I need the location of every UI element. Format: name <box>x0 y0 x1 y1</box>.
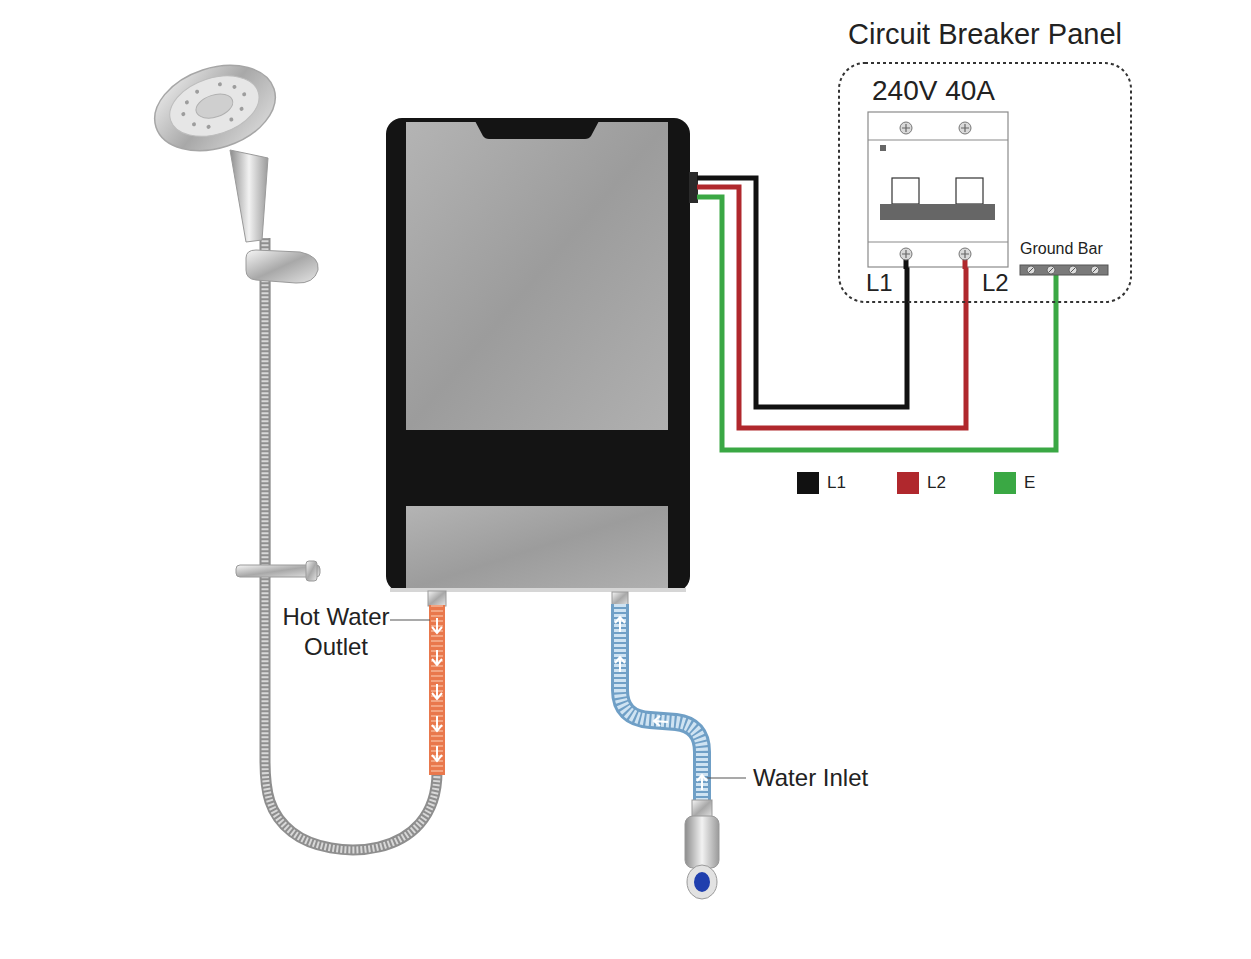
screw-slot <box>1071 268 1076 273</box>
hand-shower-holder <box>246 250 318 283</box>
circuit-breaker: 240V 40A <box>868 75 1008 267</box>
inlet-hose <box>620 604 702 802</box>
water-inlet-hose <box>612 592 746 899</box>
hot-water-pipe <box>390 591 446 775</box>
legend-swatch <box>994 472 1016 494</box>
flow-arrows-up <box>615 617 707 790</box>
leader-line <box>390 619 430 620</box>
node-heading: Ground Bar <box>1020 240 1115 258</box>
callout-label: Water Inlet <box>753 765 868 792</box>
shower-hose-texture <box>265 238 437 850</box>
screw-slot <box>1029 268 1034 273</box>
ground-bar-block: Ground Bar <box>1015 240 1115 280</box>
label-anchor: Water Inlet <box>753 765 868 792</box>
valve-knob <box>687 865 717 899</box>
legend-text: L1 <box>827 472 846 494</box>
terminal-screw <box>959 248 971 260</box>
screw-slot <box>1093 268 1098 273</box>
label-anchor: L1 <box>866 270 893 297</box>
ground-screw <box>1091 266 1099 274</box>
terminal-screw <box>959 122 971 134</box>
breaker-body <box>868 112 1008 267</box>
callout-label: Hot Water Outlet <box>276 602 396 662</box>
outlet-fitting <box>428 591 446 606</box>
indicator <box>880 145 886 151</box>
ground-screw <box>1047 266 1055 274</box>
flow-arrows-down <box>432 618 442 761</box>
node-heading: 240V 40A <box>872 75 1008 106</box>
outlet-pipe-texture <box>431 605 443 775</box>
legend-text: L2 <box>927 472 946 494</box>
screw-slot <box>961 124 969 132</box>
rail-bracket-knob <box>306 561 317 581</box>
shower-head-rim <box>144 51 287 165</box>
terminal-label: L2 <box>982 270 1009 297</box>
terminal-screw <box>900 248 912 260</box>
legend-entry: L2 <box>927 472 946 494</box>
legend-swatch <box>897 472 919 494</box>
legend-entry: E <box>1024 472 1035 494</box>
shower-handle <box>230 150 268 242</box>
shower-nozzles <box>176 76 253 136</box>
legend-text: E <box>1024 472 1035 494</box>
legend-entry: L1 <box>827 472 846 494</box>
shower-head-center <box>193 90 236 123</box>
ground-screw <box>1027 266 1035 274</box>
valve-body <box>685 816 719 868</box>
shower-hose <box>265 238 437 850</box>
label-anchor: L2 <box>982 270 1009 297</box>
heater-notch <box>475 121 599 139</box>
breaker-panel: 240V 40A Ground Bar Circuit Breaker Panel <box>838 18 1132 304</box>
heater-lower-panel <box>406 506 668 590</box>
water-heater <box>386 118 698 592</box>
inlet-fitting <box>612 592 628 606</box>
node-heading: Circuit Breaker Panel <box>838 18 1132 50</box>
heater-body <box>386 118 690 592</box>
terminal-screw <box>900 122 912 134</box>
screw-slot <box>902 124 910 132</box>
breaker-handle-bar <box>880 204 995 220</box>
shower-head <box>144 51 287 165</box>
leader-line <box>707 777 746 778</box>
heater-front-panel <box>406 122 668 430</box>
ground-screw <box>1069 266 1077 274</box>
breaker-divider <box>868 139 1008 140</box>
outlet-pipe <box>429 605 445 775</box>
valve-nut <box>692 800 712 818</box>
screw-slot <box>1049 268 1054 273</box>
label-anchor: Hot Water Outlet <box>276 602 396 662</box>
cable-gland <box>689 172 698 203</box>
inlet-hose-texture <box>620 604 702 802</box>
screw-slot <box>961 250 969 258</box>
shower <box>144 51 437 850</box>
valve-knob-cap <box>694 872 710 892</box>
breaker-toggle <box>956 178 983 204</box>
breaker-toggle <box>892 178 919 204</box>
shower-head-face <box>162 65 267 147</box>
breaker-divider <box>868 241 1008 242</box>
ground-bar <box>1020 265 1108 275</box>
panel-outline <box>839 63 1131 302</box>
screw-slot <box>902 250 910 258</box>
terminal-label: L1 <box>866 270 893 297</box>
legend-swatch <box>797 472 819 494</box>
